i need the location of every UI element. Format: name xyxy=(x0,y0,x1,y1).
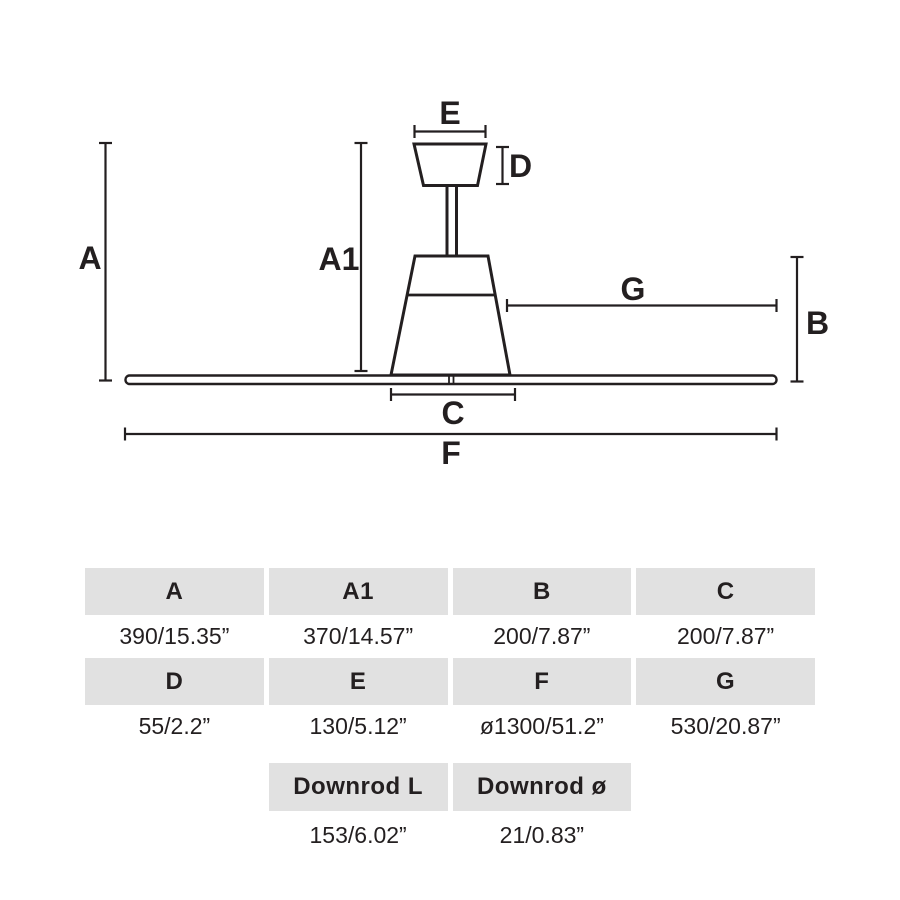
value-cell-e: 130/5.12” xyxy=(309,713,407,739)
header-cell-d: D xyxy=(85,658,264,705)
dimensions-table: A A1 B C 390/15.35” 370/14.57” 200/7.87”… xyxy=(85,568,815,859)
value-cell-downrod-diameter: 21/0.83” xyxy=(499,821,585,848)
table-value-row-1: 390/15.35” 370/14.57” 200/7.87” 200/7.87… xyxy=(85,615,815,658)
dimension-line-c xyxy=(389,388,517,401)
dimension-line-g xyxy=(505,299,778,312)
table-header-row-downrod: Downrod L Downrod ø xyxy=(85,763,815,811)
dimension-label-c: C xyxy=(441,395,464,431)
dimension-line-a1 xyxy=(354,141,368,373)
value-cell-d: 55/2.2” xyxy=(138,713,211,739)
value-cell-a: 390/15.35” xyxy=(119,623,230,649)
value-cell-c: 200/7.87” xyxy=(677,623,775,649)
header-cell-f: F xyxy=(452,658,632,705)
table-header-row-2: D E F G xyxy=(85,658,815,705)
value-cell-a1: 370/14.57” xyxy=(303,623,414,649)
dimension-label-g: G xyxy=(621,271,646,307)
value-cell-f: ø1300/51.2” xyxy=(479,713,604,739)
header-cell-downrod-length: Downrod L xyxy=(268,763,448,811)
header-cell-downrod-diameter: Downrod ø xyxy=(452,763,632,811)
dimension-label-a1: A1 xyxy=(319,241,360,277)
fan-diagram: A A1 E D G B C F xyxy=(78,95,829,471)
table-header-row-1: A A1 B C xyxy=(85,568,815,615)
dimension-line-e xyxy=(413,125,487,138)
fan-dimension-drawing: A A1 E D G B C F xyxy=(78,95,829,471)
fan-canopy xyxy=(412,142,488,187)
value-cell-downrod-length: 153/6.02” xyxy=(309,821,407,848)
dimension-label-d: D xyxy=(509,148,532,184)
dimension-label-e: E xyxy=(439,95,460,131)
value-cell-g: 530/20.87” xyxy=(670,713,781,739)
fan-blade-bar xyxy=(124,374,778,386)
header-cell-a: A xyxy=(85,568,264,615)
header-cell-g: G xyxy=(636,658,815,705)
header-cell-b: B xyxy=(452,568,632,615)
value-cell-b: 200/7.87” xyxy=(493,623,591,649)
fan-motor-housing xyxy=(389,254,512,377)
header-cell-c: C xyxy=(636,568,815,615)
dimension-line-d xyxy=(496,145,509,186)
dimension-line-f xyxy=(123,427,778,441)
dimension-line-a xyxy=(99,141,112,382)
table-value-row-downrod: 153/6.02” 21/0.83” xyxy=(85,811,815,859)
dimension-label-b: B xyxy=(806,305,829,341)
header-cell-e: E xyxy=(268,658,448,705)
table-value-row-2: 55/2.2” 130/5.12” ø1300/51.2” 530/20.87” xyxy=(85,705,815,748)
dimension-line-b xyxy=(790,255,804,383)
dimension-label-f: F xyxy=(441,435,461,471)
header-cell-a1: A1 xyxy=(268,568,448,615)
table-row-spacer xyxy=(85,748,815,763)
dimension-label-a: A xyxy=(78,240,101,276)
